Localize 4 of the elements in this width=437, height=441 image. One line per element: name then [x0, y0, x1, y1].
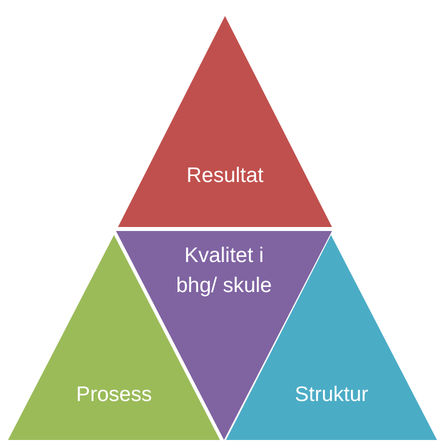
triangle-label: Struktur: [294, 382, 370, 408]
triangle-label: Resultat: [185, 163, 265, 189]
triangle-label: Kvalitet i bhg/ skule: [175, 243, 273, 299]
triangle-label: Prosess: [75, 382, 153, 408]
